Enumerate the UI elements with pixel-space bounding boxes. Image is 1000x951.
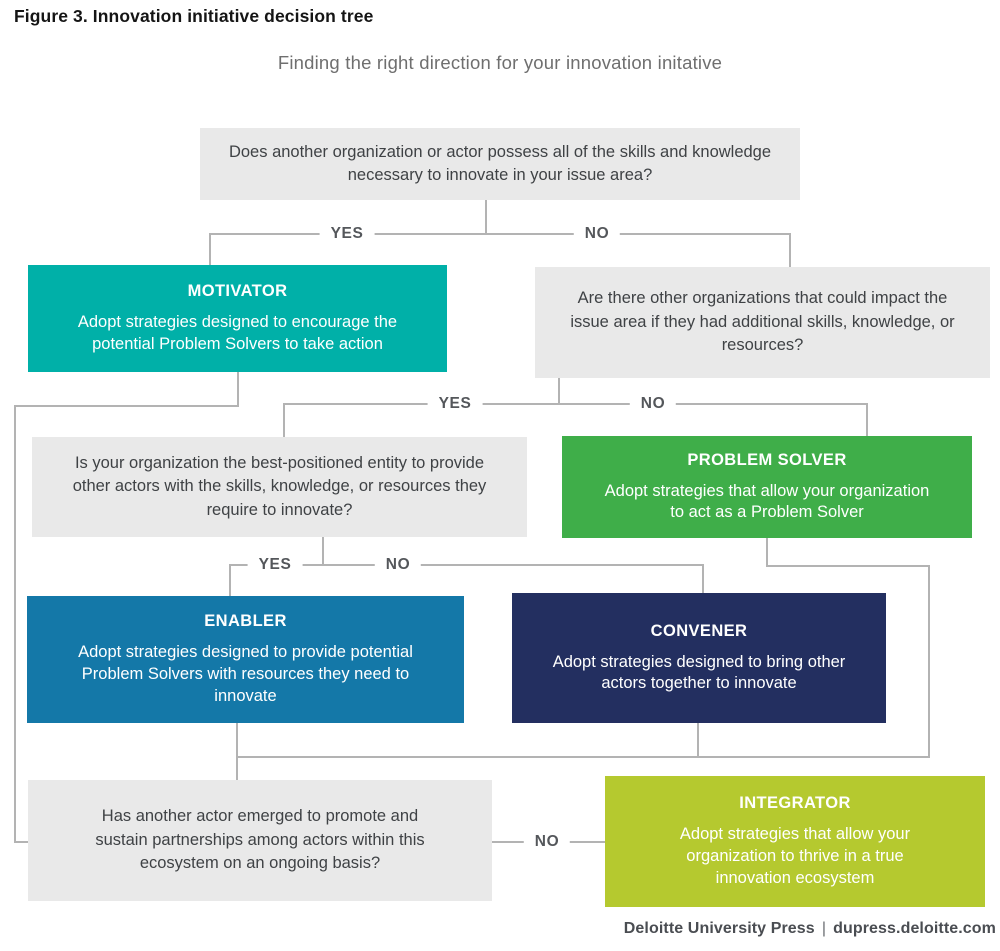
branch-label-no-3: NO: [374, 555, 422, 575]
connector-q2-stub: [558, 378, 560, 404]
connector-no3-drop: [702, 564, 704, 593]
branch-label-yes-1: YES: [319, 224, 375, 244]
connector-right-rail: [928, 565, 930, 758]
outcome-body: Adopt strategies designed to bring other…: [552, 652, 846, 693]
connector-no1-drop: [789, 233, 791, 267]
outcome-body: Adopt strategies designed to provide pot…: [78, 643, 413, 705]
outcome-title: CONVENER: [650, 621, 748, 640]
question-skills-knowledge: Does another organization or actor posse…: [200, 128, 800, 200]
connector-yes3-drop: [229, 564, 231, 596]
outcome-motivator: MOTIVATOR Adopt strategies designed to e…: [28, 265, 447, 372]
footer-credit: Deloitte University Press | dupress.deloit…: [624, 920, 996, 938]
connector-enabler-stub-into-q4: [236, 721, 238, 780]
outcome-enabler: ENABLER Adopt strategies designed to pro…: [27, 596, 464, 723]
figure-subtitle: Finding the right direction for your inn…: [277, 52, 723, 73]
outcome-body: Adopt strategies that allow your organiz…: [679, 825, 911, 887]
outcome-convener: CONVENER Adopt strategies designed to br…: [512, 593, 886, 723]
question-text: Are there other organizations that could…: [570, 289, 955, 355]
connector-level2-horizontal: [283, 403, 868, 405]
branch-label-no-2: NO: [629, 394, 677, 414]
connector-motivator-stub: [237, 372, 239, 406]
connector-level1-horizontal: [210, 233, 790, 235]
connector-level3-horizontal: [229, 564, 704, 566]
question-text: Does another organization or actor posse…: [228, 142, 772, 184]
connector-convener-stub: [697, 723, 699, 758]
outcome-title: MOTIVATOR: [187, 282, 288, 301]
footer-publisher: Deloitte University Press: [623, 920, 815, 937]
connector-problem-solver-horizontal: [766, 565, 930, 567]
question-text: Has another actor emerged to promote and…: [95, 807, 425, 873]
branch-label-no-4: NO: [523, 832, 571, 852]
outcome-title: INTEGRATOR: [739, 794, 851, 813]
question-other-organizations: Are there other organizations that could…: [535, 267, 990, 378]
outcome-integrator: INTEGRATOR Adopt strategies that allow y…: [605, 776, 985, 907]
branch-label-yes-3: YES: [247, 555, 303, 575]
connector-no2-drop: [866, 403, 868, 436]
branch-label-no-1: NO: [573, 224, 621, 244]
question-best-positioned: Is your organization the best-positioned…: [32, 437, 527, 537]
question-text: Is your organization the best-positioned…: [72, 453, 487, 519]
connector-q3-stub: [322, 537, 324, 565]
footer-separator: |: [821, 920, 827, 937]
connector-problem-solver-stub: [766, 538, 768, 566]
outcome-body: Adopt strategies that allow your organiz…: [604, 481, 930, 522]
outcome-body: Adopt strategies designed to encourage t…: [77, 313, 398, 353]
connector-left-rail: [14, 405, 16, 843]
outcome-title: ENABLER: [204, 612, 287, 631]
connector-bottom-bus: [236, 756, 930, 758]
outcome-title: PROBLEM SOLVER: [687, 450, 847, 469]
connector-q1-stub: [485, 200, 487, 233]
connector-motivator-horizontal: [14, 405, 239, 407]
connector-yes1-drop: [209, 233, 211, 265]
branch-label-yes-2: YES: [427, 394, 483, 414]
connector-left-rail-into-q4: [14, 841, 30, 843]
figure-title: Figure 3. Innovation initiative decision…: [14, 6, 374, 26]
connector-yes2-drop: [283, 403, 285, 437]
question-actor-emerged: Has another actor emerged to promote and…: [28, 780, 492, 901]
footer-url: dupress.deloitte.com: [833, 920, 996, 937]
outcome-problem-solver: PROBLEM SOLVER Adopt strategies that all…: [562, 436, 972, 538]
